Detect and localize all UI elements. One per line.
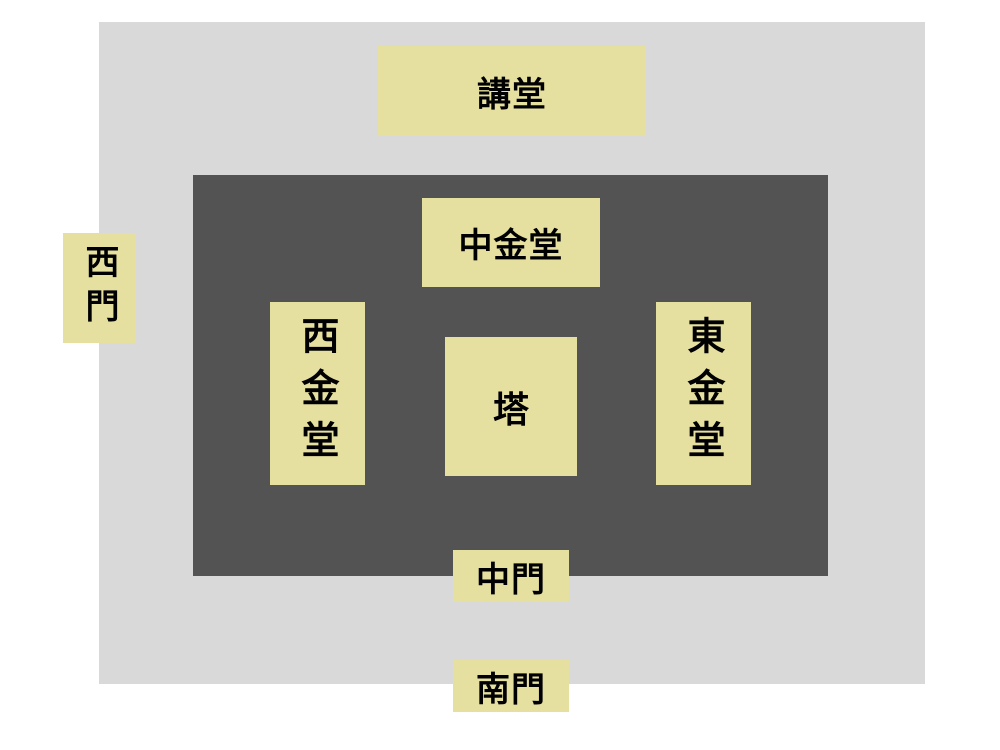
middle-golden-hall-label: 中金堂	[458, 226, 564, 266]
pagoda: 塔	[445, 337, 577, 476]
middle-gate: 中門	[453, 550, 569, 602]
east-golden-hall-label: 東金堂	[681, 315, 726, 472]
west-gate-label: 西門	[79, 244, 119, 332]
west-golden-hall: 西金堂	[270, 302, 365, 485]
pagoda-label: 塔	[492, 388, 529, 431]
middle-golden-hall: 中金堂	[422, 198, 600, 287]
west-golden-hall-label: 西金堂	[295, 315, 340, 472]
lecture-hall: 講堂	[378, 46, 646, 136]
south-gate-label: 南門	[476, 669, 546, 710]
middle-gate-label: 中門	[476, 559, 546, 600]
lecture-hall-label: 講堂	[477, 74, 547, 115]
south-gate: 南門	[453, 660, 569, 712]
east-golden-hall: 東金堂	[656, 302, 751, 485]
west-gate: 西門	[63, 233, 136, 343]
